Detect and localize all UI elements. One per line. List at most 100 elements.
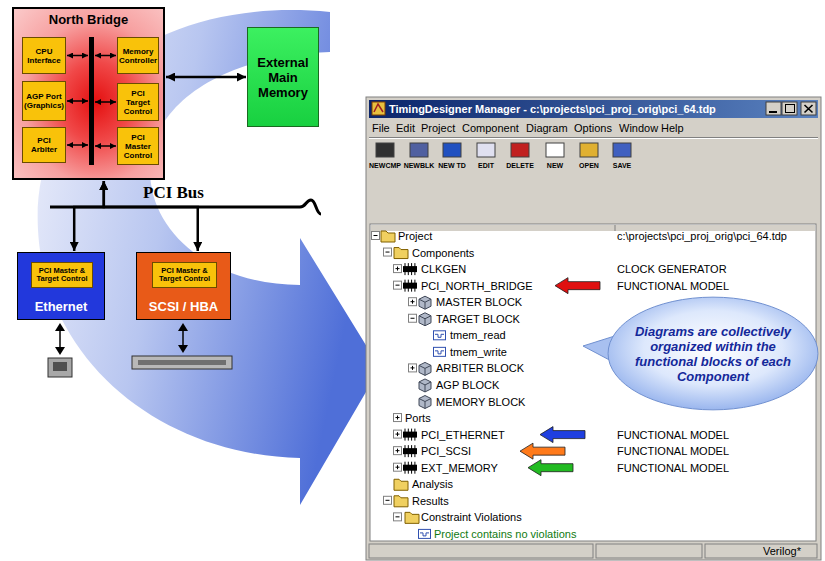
toolbar-icon (443, 143, 461, 157)
tree-item: ARBITER BLOCK (436, 361, 524, 375)
tree-item: Ports (405, 411, 431, 425)
tree-item: TARGET BLOCK (436, 312, 520, 326)
status-pane (705, 544, 817, 558)
tree-column-value: FUNCTIONAL MODEL (617, 444, 729, 458)
tree-item: Project contains no violations (434, 527, 576, 541)
block-icon (419, 296, 431, 309)
expand-box (394, 430, 402, 438)
tree-item: tmem_read (450, 328, 506, 342)
pointer-arrow (555, 278, 600, 294)
block-icon-edge (419, 365, 431, 375)
folder-icon (394, 479, 408, 490)
toolbar-label: DELETE (498, 161, 542, 170)
box-label: External Main Memory (251, 55, 315, 100)
expand-glyph (396, 285, 400, 286)
window-title: TimingDesigner Manager - c:\projects\pci… (389, 102, 716, 116)
card-title: Ethernet (18, 299, 104, 314)
link-arrowheads (55, 323, 65, 355)
tree-panel (370, 224, 816, 541)
expand-box (372, 232, 380, 240)
expand-box (394, 463, 402, 471)
component-pin (405, 280, 406, 292)
component-pin (408, 280, 409, 292)
component-pin (408, 429, 409, 441)
box-label: PCI Arbiter (24, 136, 64, 154)
expand-box (394, 414, 402, 422)
expand-box (409, 314, 417, 322)
expand-glyph (411, 318, 415, 319)
network-jack-port (53, 362, 67, 371)
status-pane (596, 544, 702, 558)
component-pin (414, 429, 415, 441)
box-label: Memory Controller (119, 47, 157, 65)
pointer-arrow (540, 427, 585, 443)
toolbar-icon (546, 143, 564, 157)
diagram-icon-wave (420, 533, 429, 536)
disk-drive-slot (138, 360, 226, 365)
bus-link (95, 145, 116, 147)
menu-item: Project (421, 121, 455, 135)
toolbar-separator (369, 138, 818, 139)
expand-box (394, 513, 402, 521)
component-pin (414, 445, 415, 457)
status-pane (369, 544, 593, 558)
maximize-button (782, 102, 797, 115)
close-glyph (805, 105, 813, 113)
expand-glyph (386, 252, 390, 253)
function-box: PCI Master & Target Control (152, 262, 217, 288)
minimize-button (766, 102, 781, 115)
function-box: PCI Master Control (117, 127, 159, 165)
block-title: North Bridge (14, 12, 163, 27)
maximize-glyph (786, 105, 795, 113)
component-pin (405, 429, 406, 441)
toolbar-label: OPEN (567, 161, 611, 170)
app-icon (372, 102, 385, 115)
tree-column-value: FUNCTIONAL MODEL (617, 428, 729, 442)
app-icon-mark (374, 104, 383, 112)
component-pin (405, 445, 406, 457)
function-box: CPU Interface (22, 37, 66, 74)
menu-item: Edit (396, 121, 415, 135)
toolbar-icon (376, 143, 394, 157)
menu-item: Help (661, 121, 684, 135)
tree-item: Results (412, 494, 449, 508)
folder-icon (381, 231, 395, 242)
component-pin (411, 280, 412, 292)
diagram-icon-wave (435, 351, 444, 354)
toolbar-label: NEW (533, 161, 577, 170)
menu-item: Diagram (526, 121, 568, 135)
device-card: SCSI / HBAPCI Master & Target Control (136, 252, 231, 320)
expand-box (384, 248, 392, 256)
component-pin (411, 429, 412, 441)
toolbar-label: NEWBLK (397, 161, 441, 170)
tree-item: tmem_write (450, 345, 507, 359)
block-icon-edge (419, 299, 431, 309)
bus-connector (166, 76, 246, 79)
bus-link (67, 55, 88, 57)
function-box: PCI Target Control (117, 83, 159, 121)
expand-glyph (412, 300, 413, 304)
tree-item: PCI_NORTH_BRIDGE (421, 279, 533, 293)
toolbar-icon (511, 143, 529, 157)
component-pin (411, 263, 412, 275)
component-pin (405, 462, 406, 474)
menu-item: Window (619, 121, 658, 135)
block-icon-edge (419, 316, 431, 326)
tree-item: Project (398, 229, 432, 243)
toolbar-icon (613, 143, 631, 157)
menu-item: File (372, 121, 390, 135)
component-pin (405, 263, 406, 275)
folder-icon (405, 512, 419, 523)
column-divider (615, 225, 616, 231)
box-label: PCI Target Control (119, 89, 157, 116)
disk-drive-icon (132, 356, 232, 369)
menu-item: Component (462, 121, 519, 135)
device-card: EthernetPCI Master & Target Control (17, 252, 105, 320)
toolbar-label: EDIT (464, 161, 508, 170)
box-label: AGP Port (Graphics) (24, 92, 64, 110)
bus-link (67, 100, 88, 102)
link-arrowheads (178, 323, 188, 353)
box-label: CPU Interface (24, 47, 64, 65)
expand-glyph (397, 465, 398, 469)
toolbar-icon (477, 143, 495, 157)
